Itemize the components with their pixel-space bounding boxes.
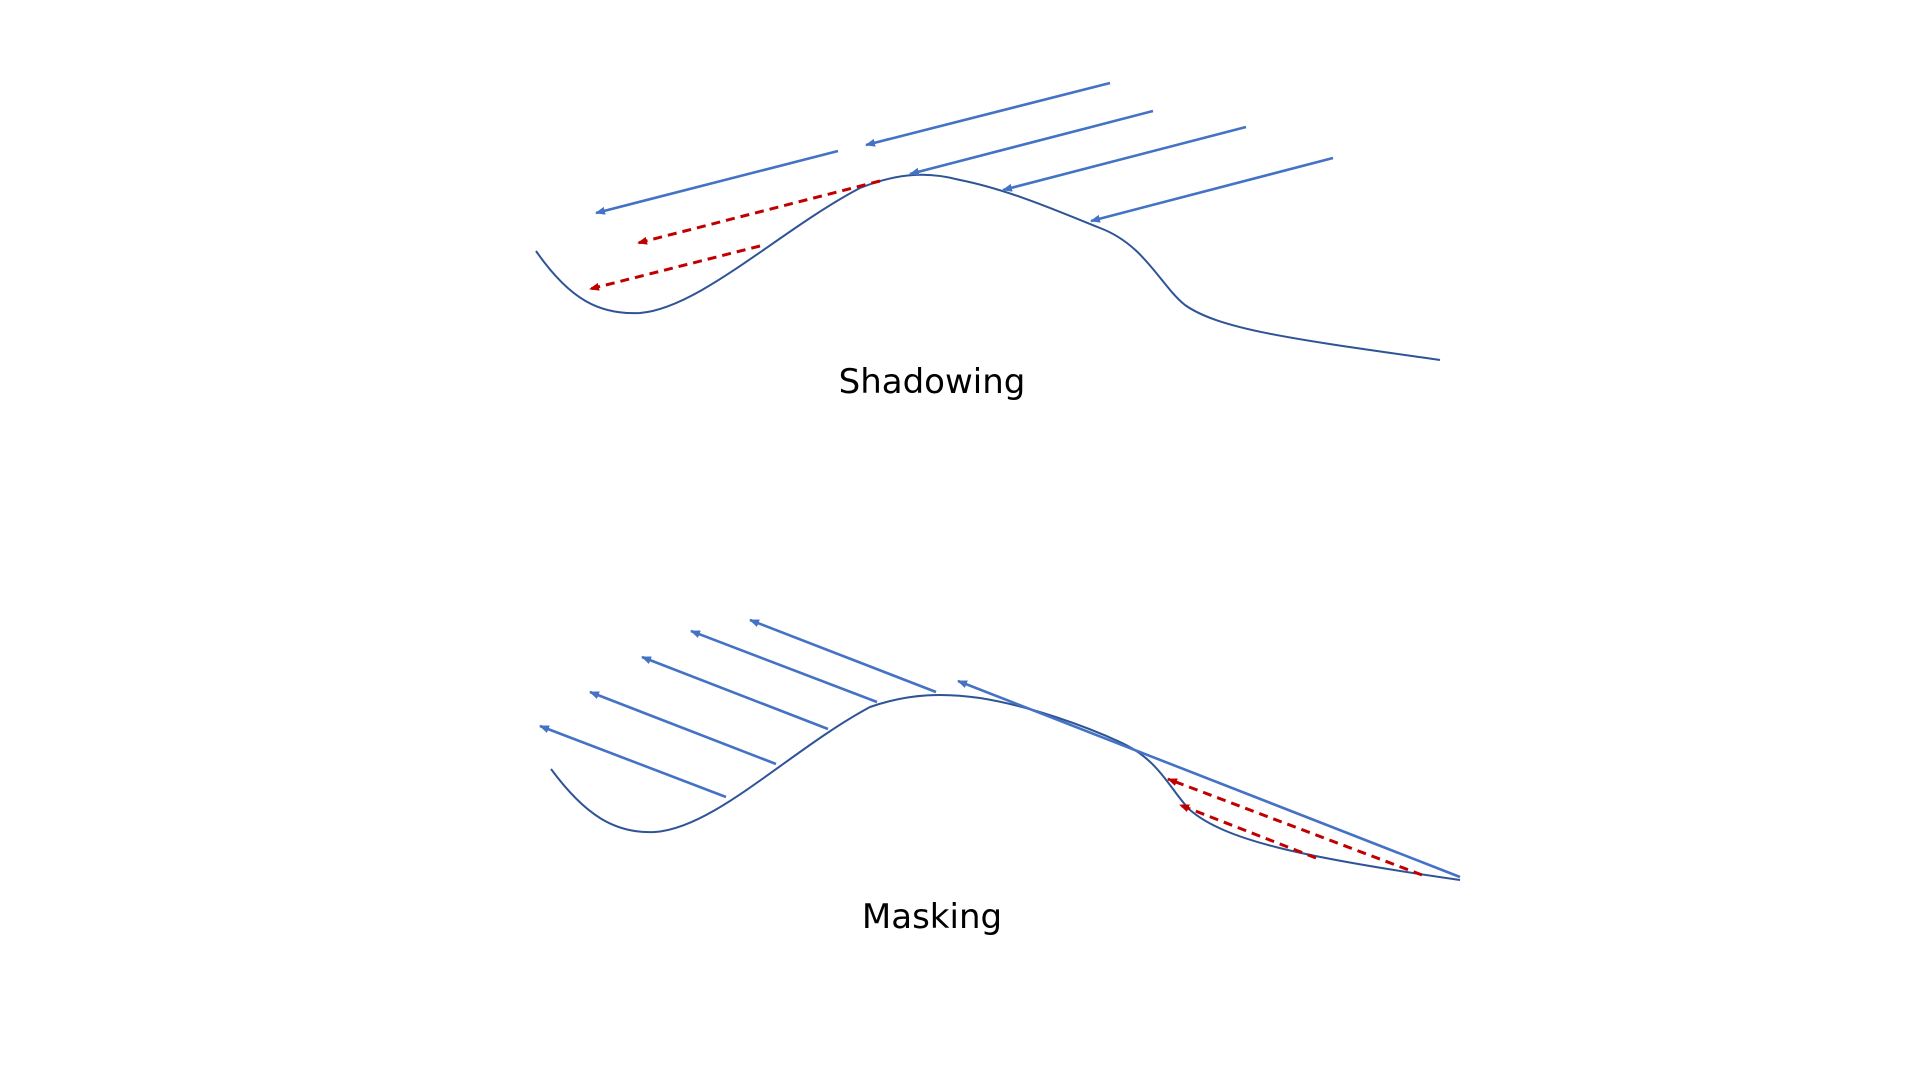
shadowing-incident-ray-2 bbox=[865, 81, 1111, 147]
masking-panel: Masking bbox=[539, 618, 1461, 937]
shadowing-incident-ray-1 bbox=[595, 149, 839, 215]
masking-blocked-ray-2 bbox=[1179, 803, 1317, 860]
masking-exit-ray-1 bbox=[539, 724, 727, 799]
shadowing-caption: Shadowing bbox=[839, 362, 1026, 402]
masking-exit-ray-5 bbox=[749, 618, 937, 694]
shadowing-incident-ray-4 bbox=[1002, 125, 1247, 192]
shadowing-incident-ray-5 bbox=[1090, 156, 1334, 223]
masking-surface-curve bbox=[550, 693, 1461, 881]
masking-exit-ray-4 bbox=[690, 629, 878, 704]
masking-grazing-ray bbox=[957, 679, 1461, 879]
shadowing-panel: Shadowing bbox=[535, 81, 1441, 402]
shadowing-surface-curve bbox=[535, 173, 1441, 361]
masking-caption: Masking bbox=[862, 897, 1002, 937]
masking-exit-ray-2 bbox=[589, 690, 777, 766]
shadowing-incident-ray-3 bbox=[909, 109, 1154, 176]
masking-exit-ray-3 bbox=[641, 655, 829, 731]
shadowing-blocked-ray-1 bbox=[637, 179, 881, 245]
masking-blocked-ray-1 bbox=[1167, 777, 1423, 877]
shadowing-blocked-ray-2 bbox=[589, 244, 761, 291]
